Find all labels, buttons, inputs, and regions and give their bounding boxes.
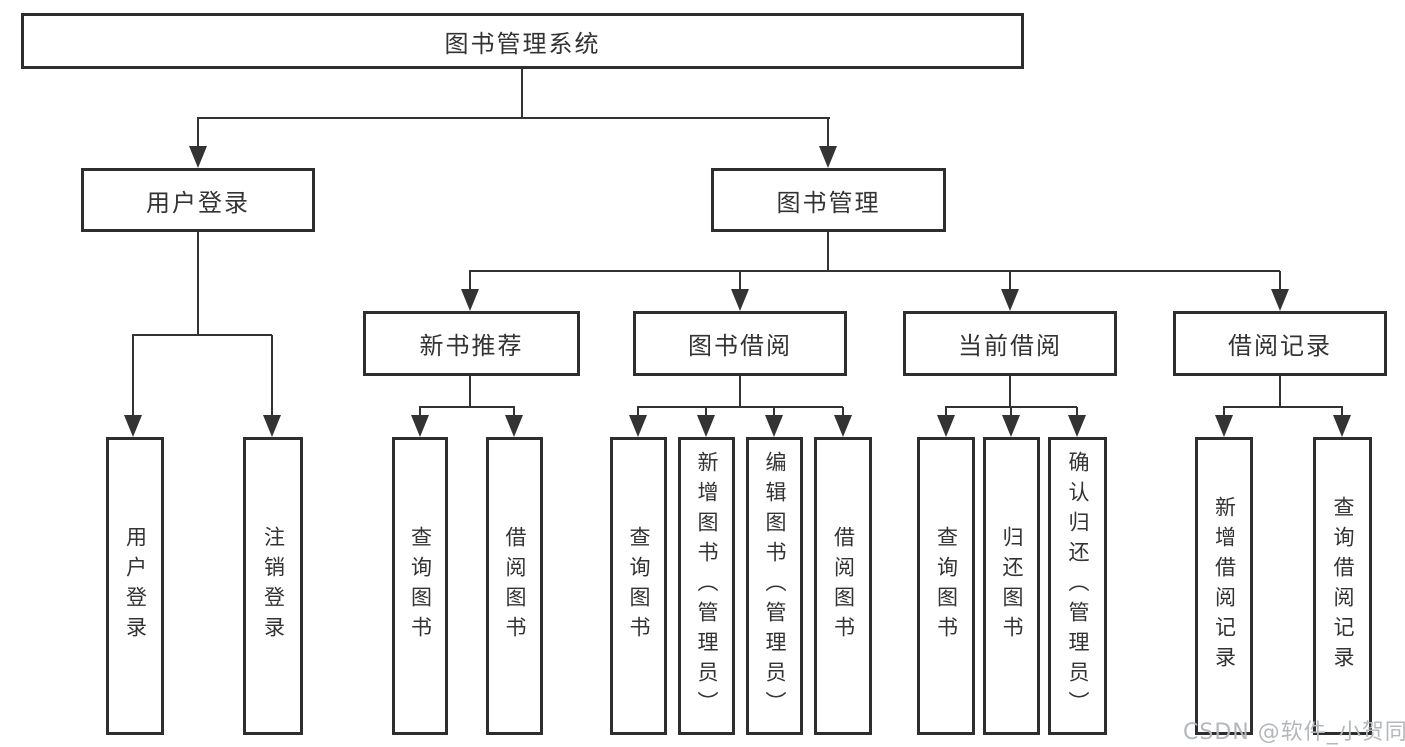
arrow-down-icon [461, 271, 479, 311]
connector-line [1279, 376, 1281, 407]
leaf-confirm-return-admin: 确认归还（管理员） [1048, 437, 1107, 735]
node-label: 用户登录 [146, 188, 250, 217]
arrow-down-icon [1001, 271, 1019, 311]
node-label: 查询图书 [934, 526, 959, 646]
node-label: 图书管理 [776, 188, 881, 217]
connector-line [1223, 406, 1343, 408]
node-label: 新增图书（管理员） [695, 451, 719, 721]
arrow-down-icon [1333, 407, 1351, 437]
connector-line [197, 117, 830, 119]
node-user-login: 用户登录 [81, 168, 315, 232]
arrow-down-icon [629, 407, 647, 437]
leaf-borrow-books: 借阅图书 [814, 437, 872, 735]
arrow-down-icon [819, 118, 837, 168]
node-label: 图书管理系统 [444, 29, 601, 58]
node-label: 新书推荐 [419, 332, 524, 360]
node-library-system: 图书管理系统 [21, 13, 1024, 69]
node-label: 确认归还（管理员） [1066, 451, 1090, 721]
arrow-down-icon [263, 335, 281, 437]
node-label: 编辑图书（管理员） [763, 451, 787, 721]
arrow-down-icon [697, 407, 715, 437]
arrow-down-icon [765, 407, 783, 437]
leaf-query-books-borrow: 查询图书 [610, 437, 667, 735]
node-book-borrow: 图书借阅 [633, 311, 847, 376]
arrow-down-icon [189, 118, 207, 168]
node-borrow-records: 借阅记录 [1173, 311, 1387, 376]
connector-line [521, 69, 523, 118]
node-book-management: 图书管理 [711, 168, 946, 232]
leaf-user-login: 用户登录 [106, 437, 164, 735]
leaf-edit-books-admin: 编辑图书（管理员） [746, 437, 803, 735]
node-label: 借阅记录 [1228, 332, 1332, 360]
connector-line [419, 406, 515, 408]
connector-line [469, 270, 1280, 272]
arrow-down-icon [834, 407, 852, 437]
node-label: 注销登录 [261, 526, 286, 646]
node-label: 查询图书 [627, 526, 651, 646]
node-label: 归还图书 [1000, 526, 1024, 646]
watermark: CSDN @软件_小贺同学 [1183, 720, 1405, 745]
node-label: 用户登录 [123, 526, 148, 646]
leaf-return-books: 归还图书 [983, 437, 1040, 735]
node-label: 新增借阅记录 [1212, 496, 1237, 676]
leaf-query-books-recommend: 查询图书 [392, 437, 448, 735]
node-new-book-recommend: 新书推荐 [363, 311, 580, 376]
node-current-borrow: 当前借阅 [903, 311, 1117, 376]
leaf-logout: 注销登录 [243, 437, 303, 735]
node-label: 图书借阅 [688, 332, 792, 360]
leaf-borrow-books-recommend: 借阅图书 [486, 437, 543, 735]
arrow-down-icon [411, 407, 429, 437]
leaf-query-books-current: 查询图书 [917, 437, 975, 735]
node-label: 借阅图书 [831, 526, 856, 646]
arrow-down-icon [1271, 271, 1289, 311]
node-label: 查询借阅记录 [1331, 496, 1355, 676]
arrow-down-icon [1002, 407, 1020, 437]
connector-line [132, 334, 272, 336]
leaf-query-borrow-record: 查询借阅记录 [1313, 437, 1372, 735]
arrow-down-icon [1068, 407, 1086, 437]
arrow-down-icon [937, 407, 955, 437]
connector-line [1009, 376, 1011, 407]
connector-line [197, 232, 199, 335]
node-label: 查询图书 [408, 526, 433, 646]
arrow-down-icon [1215, 407, 1233, 437]
connector-line [637, 406, 843, 408]
node-label: 借阅图书 [503, 526, 527, 646]
leaf-add-books-admin: 新增图书（管理员） [678, 437, 735, 735]
connector-line [827, 232, 829, 271]
connector-line [469, 376, 471, 407]
arrow-down-icon [505, 407, 523, 437]
arrow-down-icon [731, 271, 749, 311]
connector-line [739, 376, 741, 407]
leaf-add-borrow-record: 新增借阅记录 [1195, 437, 1253, 735]
arrow-down-icon [124, 335, 142, 437]
node-label: 当前借阅 [958, 332, 1062, 360]
